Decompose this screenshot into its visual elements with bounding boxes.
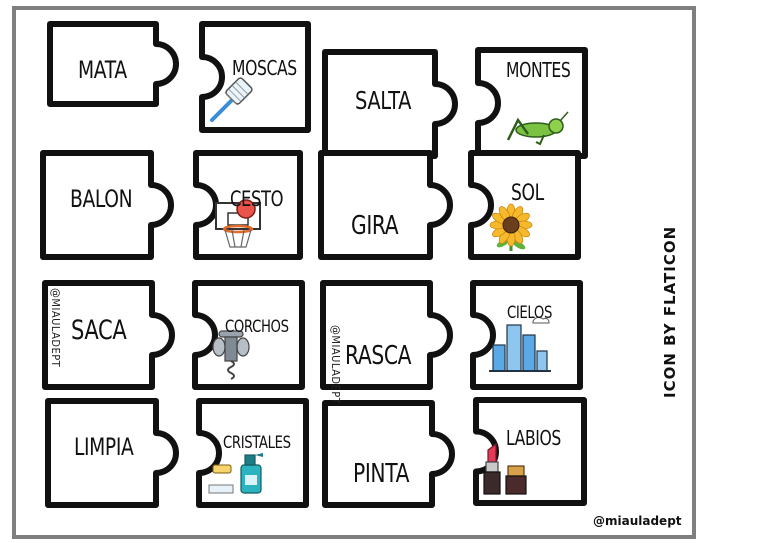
basketball-hoop-icon (215, 199, 261, 248)
noun-word: LABIOS (506, 426, 561, 450)
noun-word: CRISTALES (223, 433, 291, 453)
noun-word: CIELOS (507, 303, 552, 323)
cleaning-spray-icon (208, 453, 263, 494)
puzzle-piece-verb[interactable] (45, 398, 179, 508)
noun-word: MOSCAS (232, 56, 297, 80)
verb-word: BALON (70, 185, 133, 213)
puzzle-piece-verb[interactable] (318, 150, 453, 260)
sunflower-icon (489, 203, 533, 251)
noun-word: SOL (511, 181, 544, 206)
puzzle-piece-verb[interactable] (322, 400, 455, 508)
watermark-left: @MIAULADEPT (49, 288, 62, 368)
verb-word: SALTA (355, 86, 412, 115)
puzzle-piece-verb[interactable] (42, 280, 175, 390)
verb-word: GIRA (351, 211, 399, 241)
puzzle-piece-verb[interactable] (322, 49, 458, 159)
noun-word: CORCHOS (225, 317, 289, 337)
verb-word: PINTA (353, 459, 410, 489)
puzzle-piece-verb[interactable] (40, 150, 174, 260)
noun-word: MONTES (506, 58, 571, 82)
verb-word: LIMPIA (74, 433, 134, 461)
verb-word: SACA (71, 315, 127, 346)
author-credit: @miauladept (593, 514, 682, 528)
verb-word: RASCA (345, 341, 412, 371)
puzzle-piece-verb[interactable] (47, 21, 179, 107)
lipstick-icon (483, 442, 527, 495)
grasshopper-icon (506, 111, 569, 146)
corkscrew-icon (212, 330, 250, 380)
puzzle-piece-noun[interactable] (196, 398, 309, 508)
icon-credit: ICON BY FLATICON (661, 225, 679, 398)
noun-word: CESTO (230, 187, 284, 211)
watermark-middle: @MIAULADEPT (329, 325, 342, 405)
puzzle-piece-verb[interactable] (320, 280, 453, 390)
verb-word: MATA (78, 56, 127, 84)
skyscrapers-icon (489, 316, 551, 372)
fly-swatter-icon (210, 77, 253, 122)
